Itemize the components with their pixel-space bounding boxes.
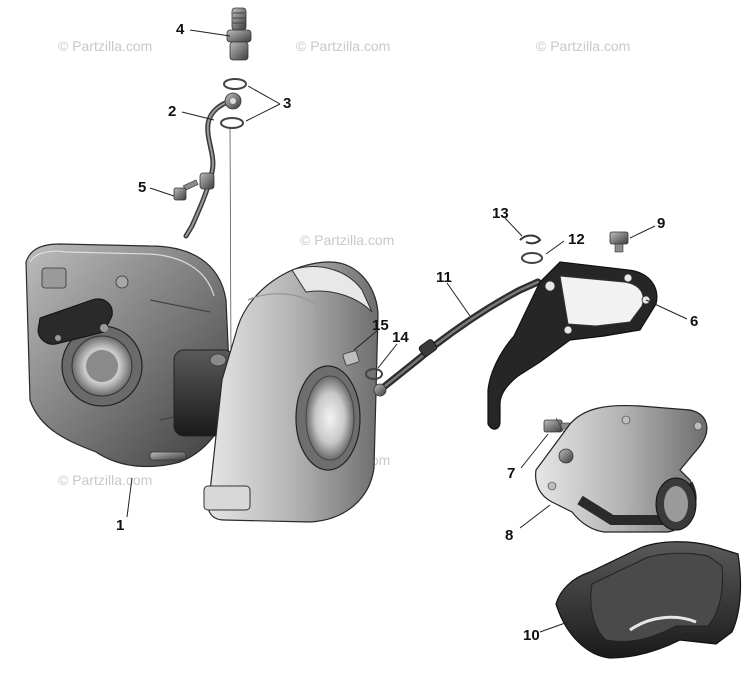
callout-12: 12 [568,231,585,248]
assembly-line [229,127,232,359]
callout-11: 11 [436,269,452,286]
watermark: © Partzilla.com [58,472,153,488]
part-14-ring [365,368,383,380]
part-9-bolt [609,231,629,253]
callout-10: 10 [523,627,540,644]
callout-3: 3 [283,95,292,112]
callout-5: 5 [138,179,147,196]
part-4-fitting [226,7,252,61]
part-8-outlet-housing [535,404,708,533]
callout-9: 9 [657,215,666,232]
callout-6: 6 [690,313,699,330]
watermark: © Partzilla.com [58,38,153,54]
part-10-heat-shield [555,541,742,659]
part-5-bolt [173,179,199,201]
callout-8: 8 [505,527,514,544]
part-2-oil-line [183,92,242,239]
callout-13: 13 [492,205,509,222]
callout-15: 15 [372,317,389,334]
part-6-bracket [487,261,658,430]
part-11-return-pipe [373,278,542,397]
watermark: © Partzilla.com [296,38,391,54]
turbo-compressor [173,261,379,523]
part-3-seal-rings [220,78,247,129]
part-12-o-ring [521,252,543,264]
part-15-clip [342,349,360,366]
callout-2: 2 [168,103,177,120]
watermark: © Partzilla.com [300,232,395,248]
callout-14: 14 [392,329,409,346]
part-13-circlip [519,234,542,245]
watermark: © Partzilla.com [536,38,631,54]
callout-1: 1 [116,517,125,534]
callout-7: 7 [507,465,516,482]
leader-lines [126,29,688,633]
callout-4: 4 [176,21,185,38]
